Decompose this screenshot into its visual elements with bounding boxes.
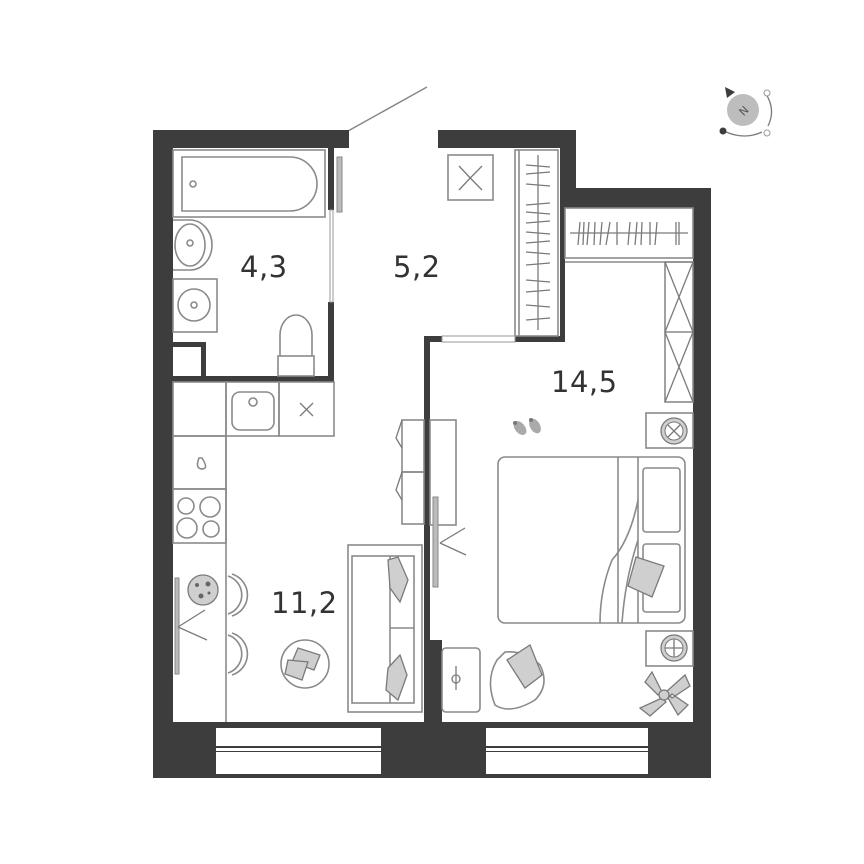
door-leaf: [336, 156, 343, 213]
dresser-icon: [441, 647, 481, 713]
tv-unit-icon: [429, 419, 467, 588]
washing-machine-icon: [172, 278, 218, 333]
wardrobe-bedroom-icon: [564, 207, 694, 263]
compass-icon: N: [719, 87, 773, 137]
armchair-icon: [489, 644, 545, 710]
dining-chair-2-icon: [227, 632, 249, 676]
wall-shelf-icon: [395, 419, 425, 525]
window-bedroom: [486, 728, 648, 774]
room-area-kitchen-living: 11,2: [271, 586, 338, 620]
walls: [153, 130, 711, 778]
kitchen-side-door-icon: [174, 577, 208, 675]
slippers-icon: [513, 418, 541, 435]
room-area-bathroom: 4,3: [240, 250, 288, 284]
nightstand-bottom-icon: [645, 630, 694, 667]
nightstand-top-icon: [645, 412, 694, 449]
entrance-door-swing: [347, 86, 428, 132]
coffee-table-icon: [280, 639, 330, 689]
bedroom-door-opening[interactable]: [441, 335, 516, 343]
stove-icon: [176, 496, 221, 539]
room-area-bedroom: 14,5: [551, 365, 618, 399]
gas-tap-icon: [196, 457, 207, 470]
shelving-unit-icon: [664, 261, 694, 403]
bathtub-icon: [172, 149, 326, 218]
sofa-icon: [347, 544, 423, 713]
window-kitchen: [216, 728, 381, 774]
wardrobe-hallway-icon: [514, 149, 559, 337]
double-bed-icon: [497, 456, 686, 624]
ventilation-shaft-icon: [447, 154, 494, 201]
dining-table-icon: [187, 574, 219, 606]
room-area-hallway: 5,2: [393, 250, 441, 284]
washbasin-icon: [173, 219, 213, 271]
kitchen-counter: [172, 381, 335, 722]
dining-chair-1-icon: [227, 573, 249, 617]
dishwasher-icon: [299, 402, 314, 417]
plant-icon: [638, 670, 691, 717]
toilet-icon: [277, 314, 315, 377]
bathroom-door[interactable]: [329, 209, 334, 303]
sink-icon: [231, 391, 275, 431]
